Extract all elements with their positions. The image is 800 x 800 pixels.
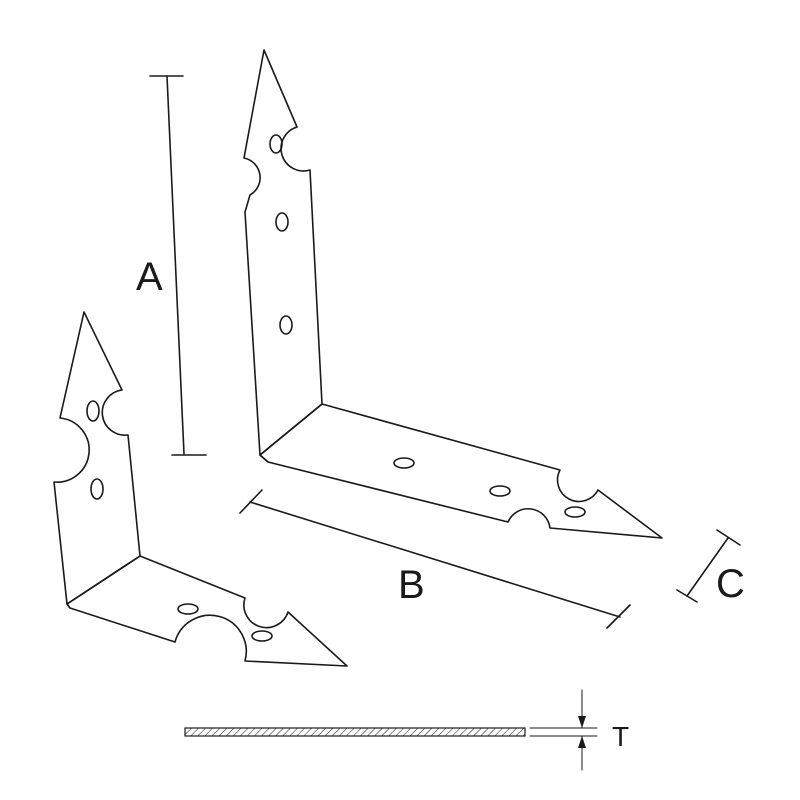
dimension-t-label: T [612, 721, 629, 752]
dimension-t-arrowhead-top [578, 716, 586, 728]
large-bracket-hole [393, 457, 415, 469]
dimension-b: B [239, 489, 631, 629]
large-bracket-horizontal-flange [259, 403, 663, 539]
large-bracket-hole [564, 506, 586, 518]
dimension-b-tick-left [239, 489, 263, 514]
large-bracket-hole [489, 485, 511, 497]
large-bracket-hole [269, 134, 283, 154]
small-bracket-bend-line [66, 555, 141, 605]
dimension-a-line [166, 75, 185, 455]
small-bracket-hole [86, 400, 100, 422]
dimension-b-tick-right [606, 604, 631, 629]
large-bracket-vertical-flange [243, 49, 323, 463]
dimension-b-label: B [398, 563, 425, 607]
small-bracket-vertical-flange [53, 311, 141, 609]
dimension-t: T [184, 689, 629, 771]
dimension-b-line [249, 501, 621, 618]
dimension-c: C [676, 529, 745, 606]
dimension-c-tick-top [716, 529, 741, 546]
dimension-a-label: A [136, 255, 163, 299]
large-bracket-bend-line [259, 403, 323, 456]
small-bracket [53, 311, 348, 667]
large-bracket-hole [275, 212, 289, 232]
small-bracket-horizontal-flange [66, 555, 348, 667]
plate-cross-section [184, 727, 526, 737]
dimension-c-line [686, 537, 729, 597]
dimension-a: A [136, 75, 207, 456]
dimension-c-label: C [716, 562, 745, 606]
small-bracket-hole [177, 603, 199, 615]
dimension-c-tick-bottom [676, 589, 698, 603]
small-bracket-hole [90, 478, 104, 500]
small-bracket-hole [251, 630, 273, 642]
large-bracket-hole [279, 315, 293, 335]
dimension-t-arrowhead-bottom [578, 736, 586, 748]
large-bracket [243, 49, 663, 539]
